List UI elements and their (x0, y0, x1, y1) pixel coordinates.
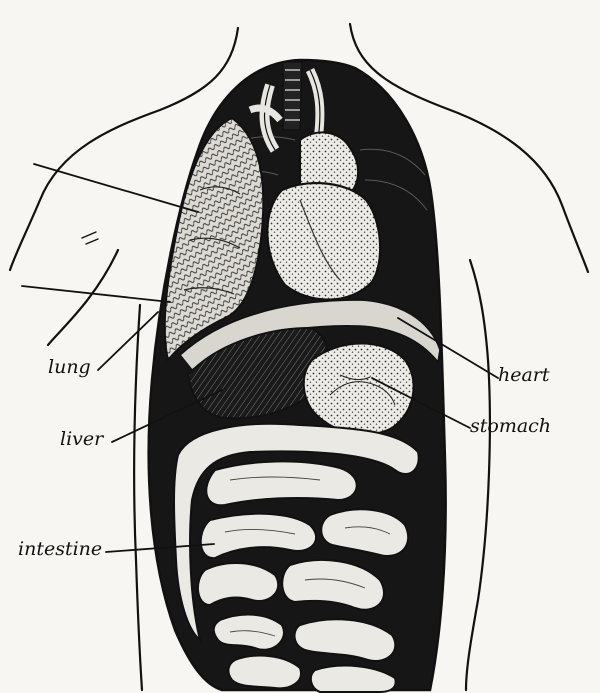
lung-label: lung (48, 356, 91, 378)
pointer-line-middle-left (21, 285, 171, 303)
lung-leader-line (97, 311, 159, 371)
pointer-line-upper-left (33, 163, 199, 213)
body-outline (8, 22, 590, 692)
trachea-and-vessels (248, 61, 325, 153)
stomach-vein-marks (329, 374, 396, 406)
heart-label: heart (498, 364, 550, 386)
liver-leader-line (111, 389, 223, 443)
leader-lines (21, 163, 499, 553)
intestine (173, 422, 420, 693)
intestine-leader-line (105, 543, 215, 553)
heart (266, 131, 382, 301)
intestine-label: intestine (18, 538, 103, 560)
liver-label: liver (60, 428, 104, 450)
stomach (302, 342, 415, 436)
heart-leader-line (397, 317, 499, 379)
intestine-fold-marks (224, 476, 391, 637)
stomach-label: stomach (470, 415, 552, 437)
stomach-leader-line (371, 377, 471, 429)
lung-lobe-marks (183, 186, 241, 295)
